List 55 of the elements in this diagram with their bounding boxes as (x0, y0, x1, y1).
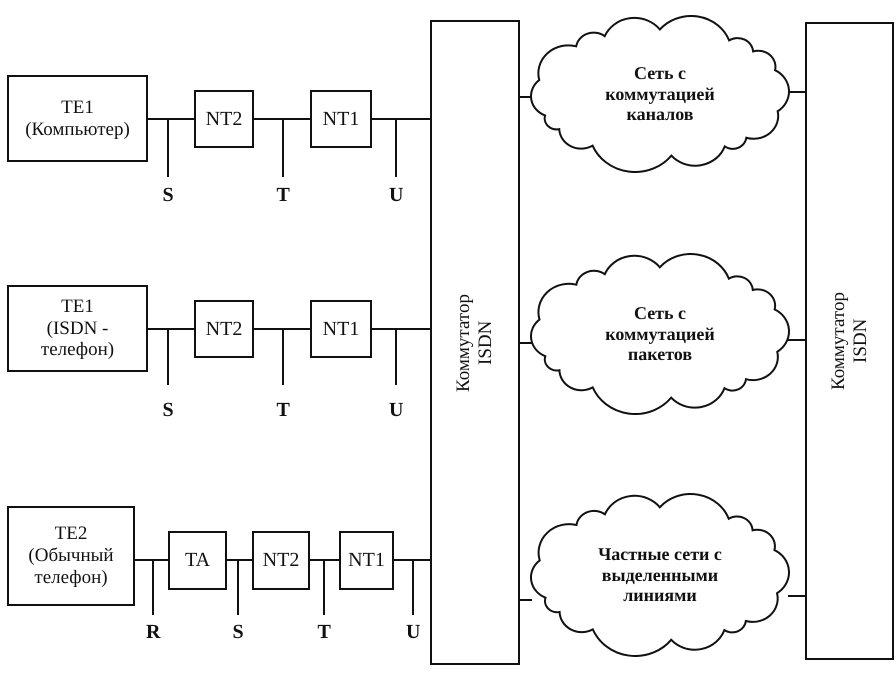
connection-line (135, 559, 168, 561)
switch-label: Коммутатор ISDN (828, 291, 872, 392)
connection-line (310, 559, 339, 561)
device-box (252, 531, 310, 590)
device-label: TE1 (ISDN - телефон) (40, 296, 116, 362)
device-label: TE2 (Обычный телефон) (27, 523, 115, 589)
reference-point-label: S (232, 622, 244, 642)
connection-line (372, 328, 430, 330)
reference-point-label: T (276, 400, 290, 420)
device-box (310, 90, 372, 148)
device-label: NT1 (348, 549, 385, 572)
reference-point-label: S (162, 185, 174, 205)
device-box (168, 531, 227, 590)
connection-line (148, 118, 194, 120)
network-label: Сеть с коммутацией каналов (604, 62, 716, 126)
device-box (194, 90, 254, 148)
network-cloud (530, 253, 790, 415)
reference-point-label: T (318, 622, 331, 642)
connection-line (394, 559, 430, 561)
network-cloud (530, 15, 790, 173)
connection-line (788, 91, 805, 93)
connection-line (227, 559, 252, 561)
device-label: NT2 (206, 108, 242, 130)
device-box (339, 531, 394, 590)
connection-line (372, 118, 430, 120)
reference-point-label: U (389, 400, 404, 420)
network-label: Сеть с коммутацией пакетов (604, 302, 716, 366)
device-label: NT2 (206, 318, 242, 340)
device-label: NT1 (322, 108, 360, 130)
reference-point-label: U (389, 185, 404, 205)
connection-line (788, 339, 805, 341)
device-box (7, 285, 148, 372)
switch-label: Коммутатор ISDN (453, 292, 497, 394)
reference-point-label: R (146, 622, 160, 642)
connection-line (254, 328, 310, 330)
connection-line (788, 595, 805, 597)
device-box (310, 300, 372, 358)
connection-line (254, 118, 310, 120)
device-label: TE1 (Компьютер) (24, 96, 131, 140)
network-label: Частные сети с выделенными линиями (597, 544, 723, 606)
connection-line (520, 599, 532, 601)
reference-point-label: S (162, 400, 174, 420)
reference-point-label: U (406, 622, 420, 642)
connection-line (520, 342, 532, 344)
switch-box (805, 22, 894, 660)
device-label: NT2 (262, 549, 300, 572)
device-label: NT1 (322, 318, 360, 340)
switch-box (430, 20, 520, 665)
device-label: TA (184, 549, 210, 572)
reference-point-label: T (276, 185, 290, 205)
device-box (194, 300, 254, 358)
device-box (7, 75, 148, 162)
connection-line (148, 328, 194, 330)
device-box (7, 506, 135, 606)
network-cloud (530, 493, 790, 657)
